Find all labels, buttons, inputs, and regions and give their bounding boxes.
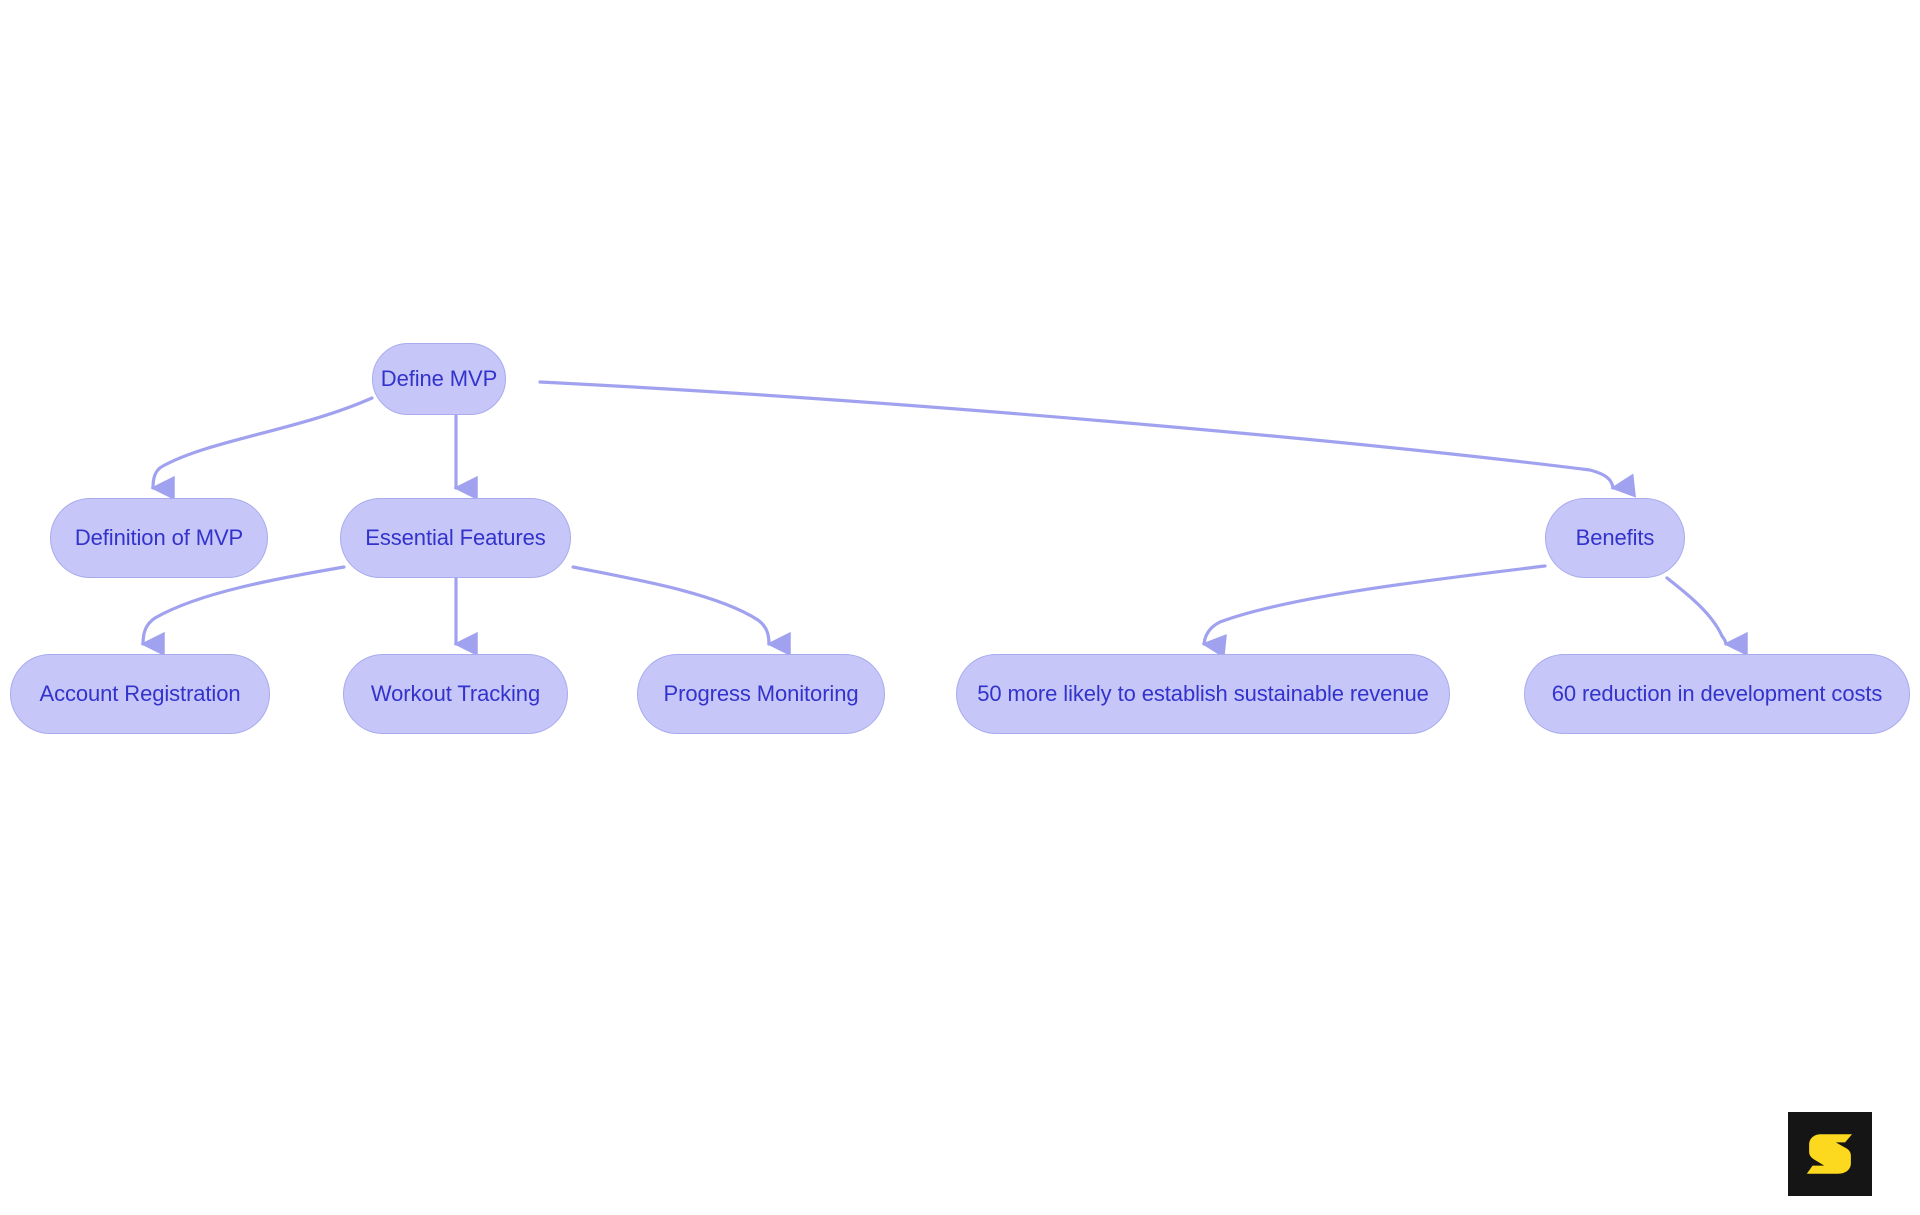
- node-account-registration[interactable]: Account Registration: [10, 654, 270, 734]
- edge-define-mvp-to-benefits: [538, 380, 1636, 498]
- node-revenue-stat[interactable]: 50 more likely to establish sustainable …: [956, 654, 1450, 734]
- node-label: Workout Tracking: [370, 681, 541, 706]
- s-logo: [1788, 1112, 1872, 1196]
- node-label: Essential Features: [365, 525, 546, 550]
- node-label: Benefits: [1575, 525, 1655, 550]
- node-definition-of-mvp[interactable]: Definition of MVP: [50, 498, 268, 578]
- edge-essential-features-to-account-registration: [140, 565, 346, 657]
- node-label: 60 reduction in development costs: [1551, 681, 1883, 706]
- node-essential-features[interactable]: Essential Features: [340, 498, 571, 578]
- node-benefits[interactable]: Benefits: [1545, 498, 1685, 578]
- edge-benefits-to-revenue-stat: [1201, 564, 1547, 659]
- edge-essential-features-to-progress-monitoring: [571, 565, 791, 657]
- node-label: Account Registration: [39, 681, 241, 706]
- node-cost-stat[interactable]: 60 reduction in development costs: [1524, 654, 1910, 734]
- node-progress-monitoring[interactable]: Progress Monitoring: [637, 654, 885, 734]
- node-label: Definition of MVP: [74, 525, 244, 550]
- s-logo-icon: [1806, 1134, 1853, 1174]
- node-label: Progress Monitoring: [663, 681, 859, 706]
- node-label: Define MVP: [380, 366, 498, 391]
- node-label: 50 more likely to establish sustainable …: [977, 681, 1429, 706]
- edge-define-mvp-to-definition-of-mvp: [150, 396, 374, 501]
- edge-benefits-to-cost-stat: [1665, 576, 1748, 657]
- node-workout-tracking[interactable]: Workout Tracking: [343, 654, 568, 734]
- node-define-mvp[interactable]: Define MVP: [372, 343, 506, 415]
